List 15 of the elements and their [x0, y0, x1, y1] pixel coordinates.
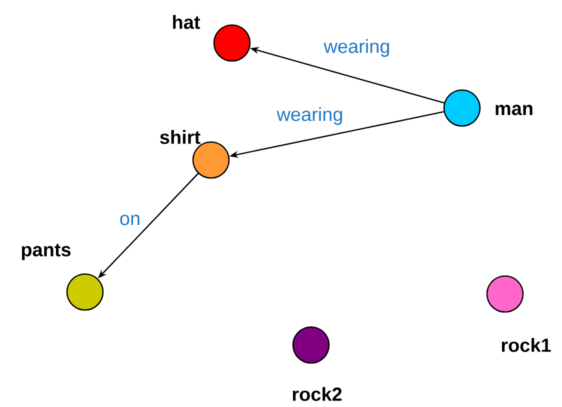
node-label: hat	[173, 15, 200, 29]
node-label: pants	[22, 244, 71, 260]
graph-node: pants	[22, 244, 104, 311]
edge-label: wearing	[322, 38, 392, 58]
graph-node: rock1	[486, 275, 551, 352]
graph-node: man	[443, 89, 532, 127]
node-label: shirt	[160, 130, 200, 144]
edge-label: wearing	[276, 106, 344, 126]
edge-label: on	[118, 214, 142, 226]
graph-node: shirt	[160, 130, 230, 179]
node-label: man	[496, 104, 532, 116]
node-label: rock1	[502, 338, 551, 352]
node-label: rock2	[292, 387, 342, 401]
graph-node: hat	[173, 15, 251, 62]
graph-node: rock2	[292, 326, 342, 401]
